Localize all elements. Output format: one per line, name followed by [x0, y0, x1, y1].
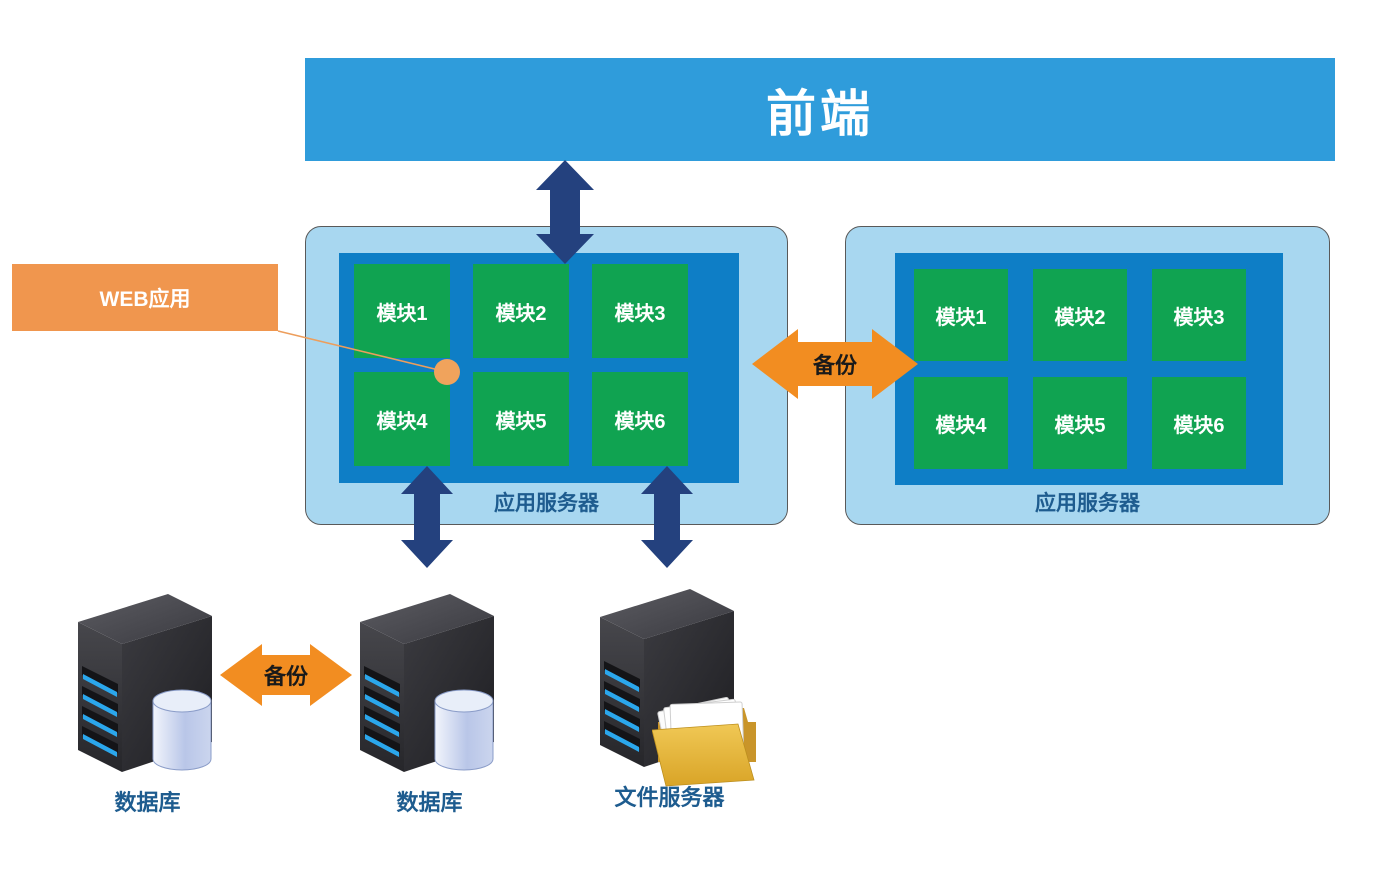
file-server: 文件服务器 [582, 570, 757, 810]
frontend-banner-label: 前端 [766, 85, 874, 142]
app-server-inner-panel: 模块1 模块2 模块3 模块4 模块5 模块6 [895, 253, 1283, 485]
module-box: 模块1 [914, 269, 1008, 361]
web-app-callout: WEB应用 [12, 264, 278, 331]
app-server-box-primary: 模块1 模块2 模块3 模块4 模块5 模块6 应用服务器 [305, 226, 788, 525]
module-box: 模块6 [592, 372, 688, 466]
module-grid: 模块1 模块2 模块3 模块4 模块5 模块6 [914, 269, 1246, 469]
app-server-label: 应用服务器 [494, 492, 599, 515]
backup-arrow-appservers: 备份 [752, 329, 918, 399]
web-app-callout-label: WEB应用 [99, 287, 191, 311]
module-box: 模块2 [473, 264, 569, 358]
leftright-arrow-icon [220, 644, 352, 706]
callout-marker-dot [434, 359, 460, 385]
module-box: 模块4 [914, 377, 1008, 469]
callout-connector-line [277, 330, 448, 373]
folder-icon [652, 696, 756, 787]
app-server-inner-panel: 模块1 模块2 模块3 模块4 模块5 模块6 [339, 253, 739, 483]
server-label: 数据库 [396, 790, 463, 815]
database-server-backup: 数据库 [342, 575, 517, 815]
updown-arrow-frontend-appserver-icon [536, 160, 594, 264]
module-box: 模块2 [1033, 269, 1127, 361]
module-grid: 模块1 模块2 模块3 模块4 模块5 模块6 [354, 264, 688, 466]
module-box: 模块6 [1152, 377, 1246, 469]
app-server-box-backup: 模块1 模块2 模块3 模块4 模块5 模块6 应用服务器 [845, 226, 1330, 525]
module-box: 模块3 [1152, 269, 1246, 361]
database-cylinder-icon [152, 689, 212, 771]
server-label: 文件服务器 [614, 785, 725, 810]
module-box: 模块1 [354, 264, 450, 358]
database-server-primary: 数据库 [60, 575, 235, 815]
backup-arrow-databases: 备份 [220, 644, 352, 706]
updown-arrow-appserver-database-icon [401, 466, 453, 568]
updown-arrow-appserver-fileserver-icon [641, 466, 693, 568]
app-server-label: 应用服务器 [1035, 492, 1140, 515]
leftright-arrow-icon [752, 329, 918, 399]
module-box: 模块5 [1033, 377, 1127, 469]
module-box: 模块3 [592, 264, 688, 358]
frontend-banner: 前端 [305, 58, 1335, 161]
backup-arrow-label: 备份 [263, 664, 308, 689]
database-cylinder-icon [434, 689, 494, 771]
server-label: 数据库 [114, 790, 181, 815]
callout-connector [277, 330, 460, 385]
backup-arrow-label: 备份 [812, 353, 857, 378]
module-box: 模块5 [473, 372, 569, 466]
module-box: 模块4 [354, 372, 450, 466]
